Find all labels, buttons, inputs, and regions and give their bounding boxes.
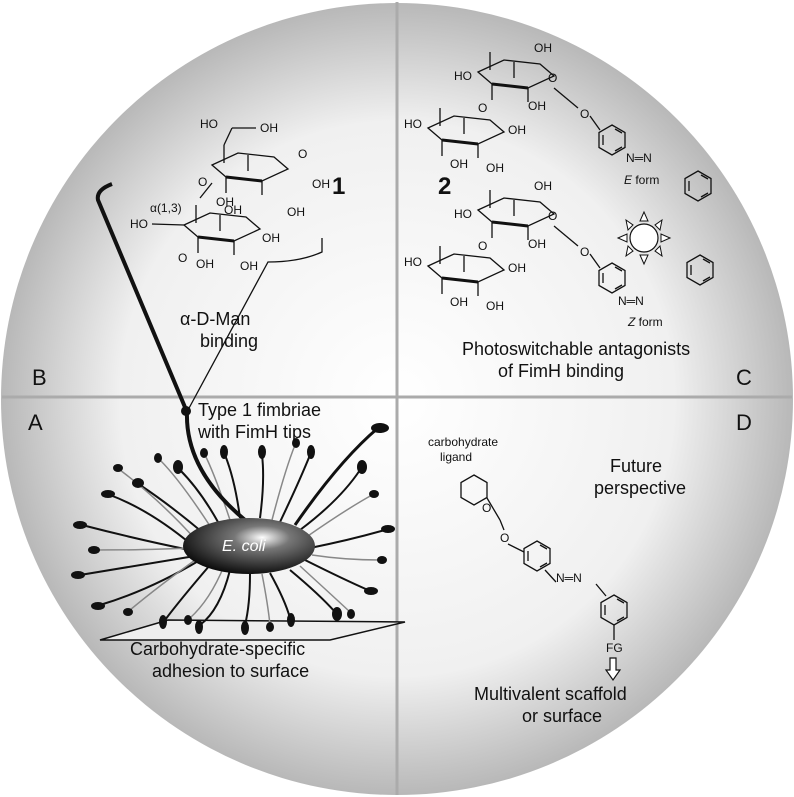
caption-line1: Photoswitchable antagonists (462, 339, 690, 359)
svg-text:O: O (478, 239, 487, 253)
ligand-label-line1: carbohydrate (428, 435, 498, 449)
svg-text:O: O (580, 107, 589, 121)
fimbriae (79, 426, 386, 626)
svg-text:OH: OH (312, 177, 330, 191)
svg-text:OH: OH (486, 161, 504, 175)
adhesion-surface (99, 619, 406, 641)
svg-text:HO: HO (454, 207, 472, 221)
surface-label-line2: adhesion to surface (152, 661, 309, 681)
quadrant-letter-a: A (28, 410, 43, 435)
perspective-line2: perspective (594, 478, 686, 498)
svg-text:O: O (548, 209, 557, 223)
svg-text:OH: OH (528, 99, 546, 113)
surface-label-line1: Carbohydrate-specific (130, 639, 305, 659)
binding-label-line1: α-D-Man (180, 309, 250, 329)
quadrant-letter-b: B (32, 365, 47, 390)
svg-text:N═N: N═N (626, 151, 652, 165)
ecoli-label: E. coli (222, 538, 266, 555)
svg-text:HO: HO (454, 69, 472, 83)
down-arrow-icon (604, 657, 622, 682)
svg-text:HO: HO (200, 117, 218, 131)
svg-text:HO: HO (404, 117, 422, 131)
svg-text:N═N: N═N (618, 294, 644, 308)
svg-text:O: O (178, 251, 187, 265)
svg-text:OH: OH (450, 295, 468, 309)
svg-text:OH: OH (196, 257, 214, 271)
ecoli-cell (183, 518, 315, 574)
fimbriae-label-line2: with FimH tips (197, 422, 311, 442)
linkage-label: α(1,3) (150, 201, 182, 215)
quadrant-letter-c: C (736, 365, 752, 390)
future-perspective-structure: carbohydrate ligand O O N═N FG Future pe… (428, 435, 686, 726)
svg-text:OH: OH (240, 259, 258, 273)
scaffold-line2: or surface (522, 706, 602, 726)
svg-text:O: O (198, 175, 207, 189)
svg-text:HO: HO (130, 217, 148, 231)
compound-1-number: 1 (332, 173, 345, 200)
svg-text:OH: OH (450, 157, 468, 171)
svg-text:O: O (580, 245, 589, 259)
svg-text:O: O (478, 101, 487, 115)
perspective-line1: Future (610, 456, 662, 476)
svg-text:OH: OH (486, 299, 504, 313)
compound-2-structure: OH HO O HO O OH OH OH OH O N═N E form 2 … (404, 41, 714, 381)
svg-text:OH: OH (216, 195, 234, 209)
caption-line2: of FimH binding (498, 361, 624, 381)
functional-group-label: FG (606, 641, 623, 655)
fimbriae-grey (94, 444, 381, 626)
binding-pocket (187, 238, 323, 411)
svg-text:OH: OH (528, 237, 546, 251)
svg-text:N═N: N═N (556, 571, 582, 585)
z-form-label: Z form (627, 315, 663, 329)
svg-text:HO: HO (404, 255, 422, 269)
svg-text:O: O (298, 147, 307, 161)
z-form-structure: OH HO O HO O OH OH OH OH O N═N Z form (404, 179, 714, 329)
svg-text:O: O (482, 501, 491, 515)
fimh-tips (71, 423, 395, 635)
svg-text:OH: OH (508, 123, 526, 137)
scaffold-line1: Multivalent scaffold (474, 684, 627, 704)
svg-text:OH: OH (534, 179, 552, 193)
compound-1-structure: OH HO O OH OH OH O HO O OH OH OH OH α(1,… (130, 117, 345, 411)
svg-text:O: O (548, 71, 557, 85)
svg-text:OH: OH (260, 121, 278, 135)
ligand-label-line2: ligand (440, 450, 472, 464)
svg-text:OH: OH (224, 203, 242, 217)
extended-fimbria (95, 182, 247, 522)
binding-label-line2: binding (200, 331, 258, 351)
quadrant-letter-d: D (736, 410, 752, 435)
compound-2-number: 2 (438, 173, 451, 200)
e-form-label: E form (624, 173, 659, 187)
ecoli-panel: E. coli Type 1 fimbriae with FimH tips C… (71, 182, 406, 681)
svg-text:O: O (500, 531, 509, 545)
svg-text:OH: OH (534, 41, 552, 55)
svg-text:OH: OH (262, 231, 280, 245)
sun-icon (616, 210, 672, 266)
e-form-structure: OH HO O HO O OH OH OH OH O N═N E form (404, 41, 712, 202)
svg-text:OH: OH (287, 205, 305, 219)
svg-text:OH: OH (508, 261, 526, 275)
fimbriae-label-line1: Type 1 fimbriae (198, 400, 321, 420)
